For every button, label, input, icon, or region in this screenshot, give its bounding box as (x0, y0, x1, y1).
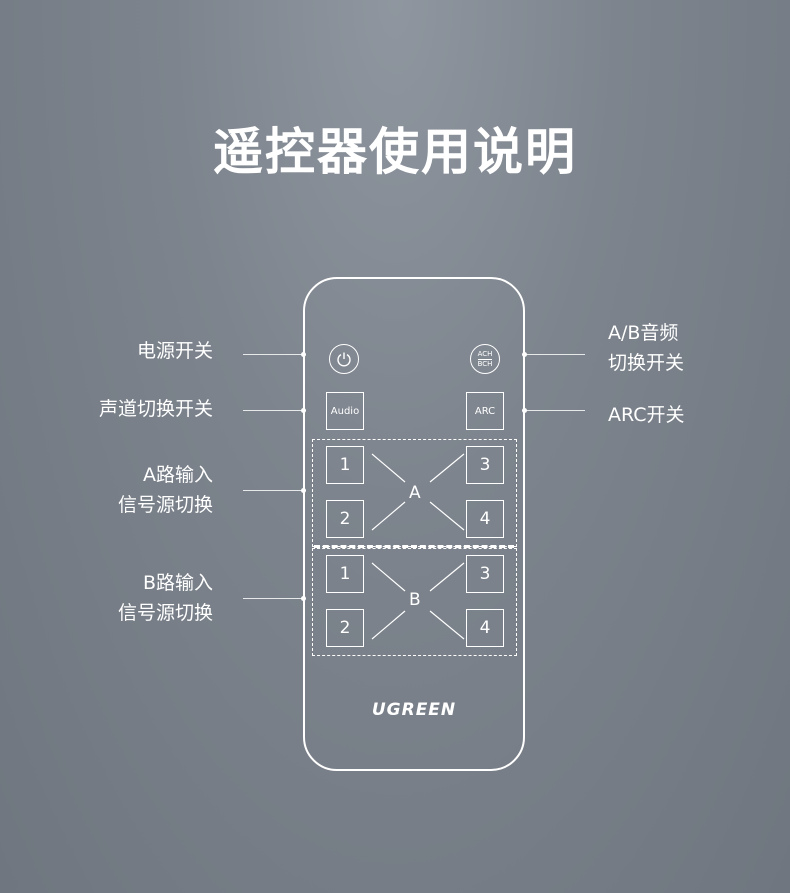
brand-logo: UGREEN (371, 700, 457, 720)
label-a-input: A路输入 信号源切换 (118, 460, 213, 520)
group-a-button-4[interactable]: 4 (466, 500, 504, 538)
leader-power (243, 354, 303, 355)
group-a-letter: A (409, 483, 421, 503)
label-arc: ARC开关 (608, 404, 685, 426)
group-b-button-3[interactable]: 3 (466, 555, 504, 593)
power-icon (337, 352, 351, 367)
group-b-box (312, 548, 517, 656)
leader-audio-switch (243, 410, 303, 411)
group-b-button-2[interactable]: 2 (326, 609, 364, 647)
page-title: 遥控器使用说明 (213, 123, 577, 181)
group-b-button-1[interactable]: 1 (326, 555, 364, 593)
group-a-button-2[interactable]: 2 (326, 500, 364, 538)
audio-button[interactable]: Audio (326, 392, 364, 430)
group-a-button-3[interactable]: 3 (466, 446, 504, 484)
remote-body (303, 277, 525, 771)
label-audio-switch: 声道切换开关 (98, 398, 213, 420)
ach-bch-divider (478, 358, 492, 360)
leader-ab-audio (525, 354, 585, 355)
bch-text: BCH (477, 360, 493, 368)
group-b-button-4[interactable]: 4 (466, 609, 504, 647)
arc-button[interactable]: ARC (466, 392, 504, 430)
achbch-icon: ACH BCH (478, 350, 493, 368)
label-ab-audio: A/B音频 切换开关 (608, 318, 684, 378)
power-button[interactable] (329, 344, 359, 374)
label-b-input-line2: 信号源切换 (117, 602, 213, 624)
ach-text: ACH (477, 350, 493, 358)
leader-a-input (243, 490, 303, 491)
label-ab-audio-line1: A/B音频 (608, 322, 679, 344)
label-b-input-line1: B路输入 (142, 572, 213, 594)
group-b-letter: B (409, 590, 421, 610)
group-a-connector-lines (371, 453, 465, 531)
label-ab-audio-line2: 切换开关 (608, 352, 685, 374)
group-b-connector-lines (371, 562, 465, 640)
label-a-input-line1: A路输入 (143, 464, 213, 486)
group-divider (314, 545, 514, 548)
label-a-input-line2: 信号源切换 (117, 494, 213, 516)
group-a-button-1[interactable]: 1 (326, 446, 364, 484)
ab-audio-button[interactable]: ACH BCH (470, 344, 500, 374)
leader-b-input (243, 598, 303, 599)
label-b-input: B路输入 信号源切换 (118, 568, 213, 628)
leader-arc (525, 410, 585, 411)
label-power: 电源开关 (136, 340, 213, 362)
